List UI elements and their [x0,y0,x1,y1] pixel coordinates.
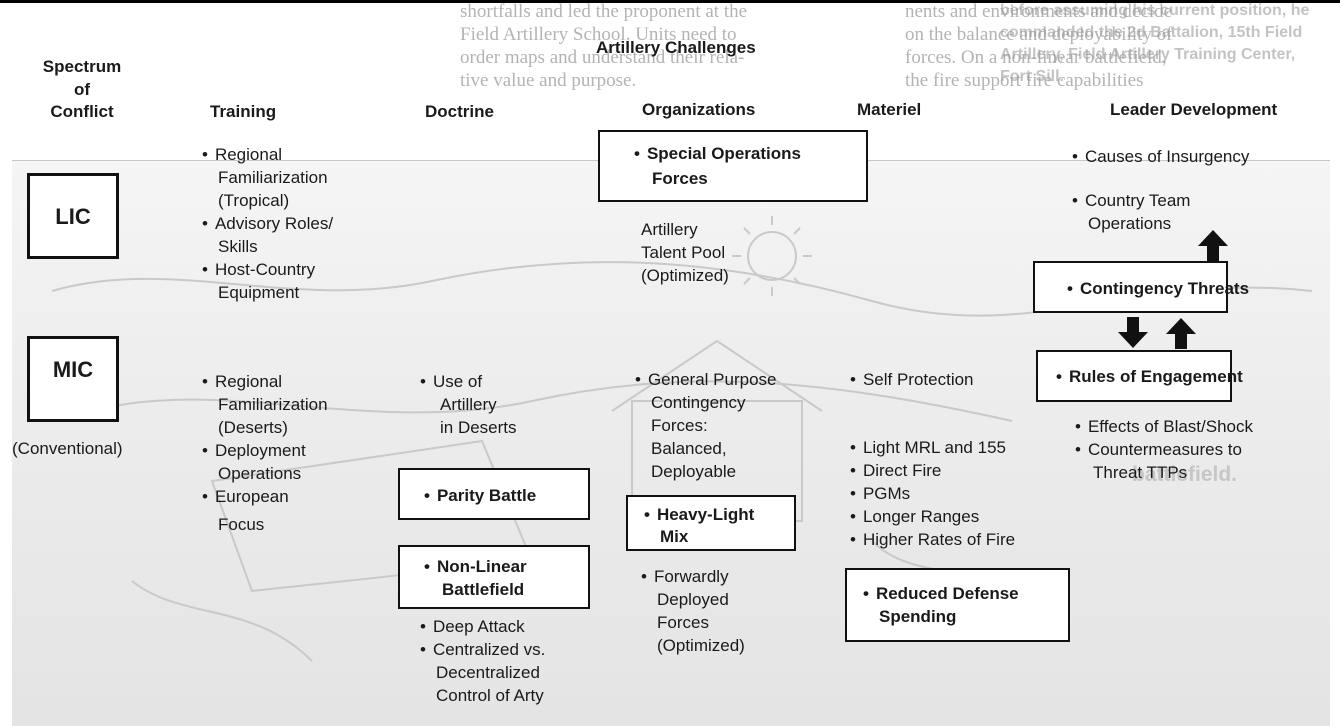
doctrine-centralized-line-2: Decentralized [436,663,540,682]
training-mic-item-2-line-2: Operations [218,464,302,483]
sof-line-1: Special Operations [634,142,801,165]
talent-pool-line-2: Talent Pool [641,243,726,262]
parity-battle-label: Parity Battle [424,484,536,507]
training-lic-item-1-line-1: Regional [202,143,282,166]
bleed-col2-line-3: order maps and understand their rela- [460,47,745,68]
sof-line-2: Forces [652,169,708,188]
general-purpose-line-5: Deployable [651,462,737,481]
training-lic-item-2-line-2: Skills [218,237,258,256]
bleed-col3-line-3: forces. On a non-linear battlefield, [905,47,1167,68]
header-organizations: Organizations [642,100,756,119]
bleed-col2-line-4: tive value and purpose. [460,70,637,91]
leader-countermeasures-line-1: Countermeasures to [1075,438,1242,461]
rules-of-engagement-label: Rules of Engagement [1056,365,1243,388]
mic-box: MIC [27,336,119,422]
training-mic-item-1-line-1: Regional [202,370,282,393]
training-lic-item-3-line-1: Host-Country [202,258,315,281]
leader-countermeasures-line-2: Threat TTPs [1093,463,1188,482]
doctrine-centralized-line-3: Control of Arty [436,686,544,705]
doctrine-centralized-line-1: Centralized vs. [420,638,545,661]
training-mic-item-1-line-3: (Deserts) [218,418,288,437]
lic-box: LIC [27,173,119,259]
materiel-item-2: Direct Fire [850,459,941,482]
page-top-rule [0,0,1340,3]
general-purpose-line-1: General Purpose [635,368,777,391]
materiel-item-3: PGMs [850,482,910,505]
bleed-col1-line-4: Fort Sill. [1000,68,1064,85]
doctrine-deep-attack: Deep Attack [420,615,525,638]
heavy-light-mix-box: Heavy-Light Mix [626,495,796,551]
reduced-defense-line-2: Spending [879,607,957,626]
materiel-item-1: Light MRL and 155 [850,436,1006,459]
general-purpose-line-2: Contingency [651,393,746,412]
materiel-self-protection: Self Protection [850,368,974,391]
header-spectrum-3: Conflict [50,102,114,121]
talent-pool-line-1: Artillery [641,220,698,239]
materiel-item-4: Longer Ranges [850,505,979,528]
general-purpose-line-4: Balanced, [651,439,727,458]
non-linear-battlefield-line-1: Non-Linear [424,555,527,578]
leader-country-team-line-2: Operations [1088,214,1172,233]
bleed-col3-line-4: the fire support fire capabilities [905,70,1144,91]
bleed-col3-line-2: on the balance and deployability of [905,24,1173,45]
bleed-col1-line-2: commanded the 2d Battalion, 15th Field [1000,24,1303,41]
reduced-defense-spending-box: Reduced Defense Spending [845,568,1070,642]
bleed-col1-line-3: Artillery, Field Artillery Training Cent… [1000,46,1296,63]
ghost-battlefield-text: battlefield. [1132,463,1237,486]
lic-label: LIC [55,204,91,229]
bleed-col2-line-1: shortfalls and led the proponent at the [460,1,748,22]
header-training: Training [210,102,277,121]
bleed-col2-line-2: Field Artillery School. Units need to [460,24,737,45]
doctrine-use-of-line-2: Artillery [440,395,497,414]
non-linear-battlefield-line-2: Battlefield [442,580,525,599]
bleed-col3-line-1: nents and environments and decide [905,1,1172,22]
forward-line-4: (Optimized) [657,636,745,655]
forward-line-1: Forwardly [641,565,729,588]
training-lic-item-1-line-3: (Tropical) [218,191,290,210]
training-mic-item-3-line-2: Focus [218,515,265,534]
arrow-down-icon [1118,317,1148,348]
contingency-threats-box: Contingency Threats [1033,261,1249,313]
header-spectrum-2: of [73,80,91,99]
forward-line-3: Forces [657,613,709,632]
arrow-up-icon [1166,318,1196,349]
training-mic-item-1-line-2: Familiarization [218,395,328,414]
heavy-light-line-2: Mix [660,527,689,546]
doctrine-use-of-line-1: Use of [420,370,482,393]
leader-country-team-line-1: Country Team [1072,189,1191,212]
general-purpose-line-3: Forces: [651,416,708,435]
training-lic-item-1-line-2: Familiarization [218,168,328,187]
training-lic-item-2-line-1: Advisory Roles/ [202,212,333,235]
talent-pool-line-3: (Optimized) [641,266,729,285]
materiel-item-5: Higher Rates of Fire [850,528,1015,551]
header-leader-development: Leader Development [1110,100,1278,119]
header-materiel: Materiel [857,100,922,119]
special-operations-forces-box: Special Operations Forces [598,130,868,202]
diagram-title: Artillery Challenges [596,38,756,57]
contingency-threats-label: Contingency Threats [1067,277,1249,300]
non-linear-battlefield-box: Non-Linear Battlefield [398,545,590,609]
forward-line-2: Deployed [657,590,729,609]
leader-causes-of-insurgency: Causes of Insurgency [1072,145,1249,168]
conventional-label: (Conventional) [12,439,123,458]
header-doctrine: Doctrine [425,102,494,121]
training-mic-item-2-line-1: Deployment [202,439,306,462]
rules-of-engagement-box: Rules of Engagement [1036,350,1243,402]
arrow-up-icon [1198,230,1228,261]
heavy-light-line-1: Heavy-Light [644,503,754,526]
training-lic-item-3-line-2: Equipment [218,283,300,302]
header-spectrum-1: Spectrum [42,57,122,76]
bleed-col1-line-1: before assuming his current position, he [1000,2,1310,19]
leader-effects-of-blast: Effects of Blast/Shock [1075,415,1253,438]
training-mic-item-3-line-1: European [202,485,289,508]
doctrine-use-of-line-3: in Deserts [440,418,517,437]
reduced-defense-line-1: Reduced Defense [863,582,1019,605]
mic-label: MIC [52,357,94,382]
parity-battle-box: Parity Battle [398,468,590,520]
